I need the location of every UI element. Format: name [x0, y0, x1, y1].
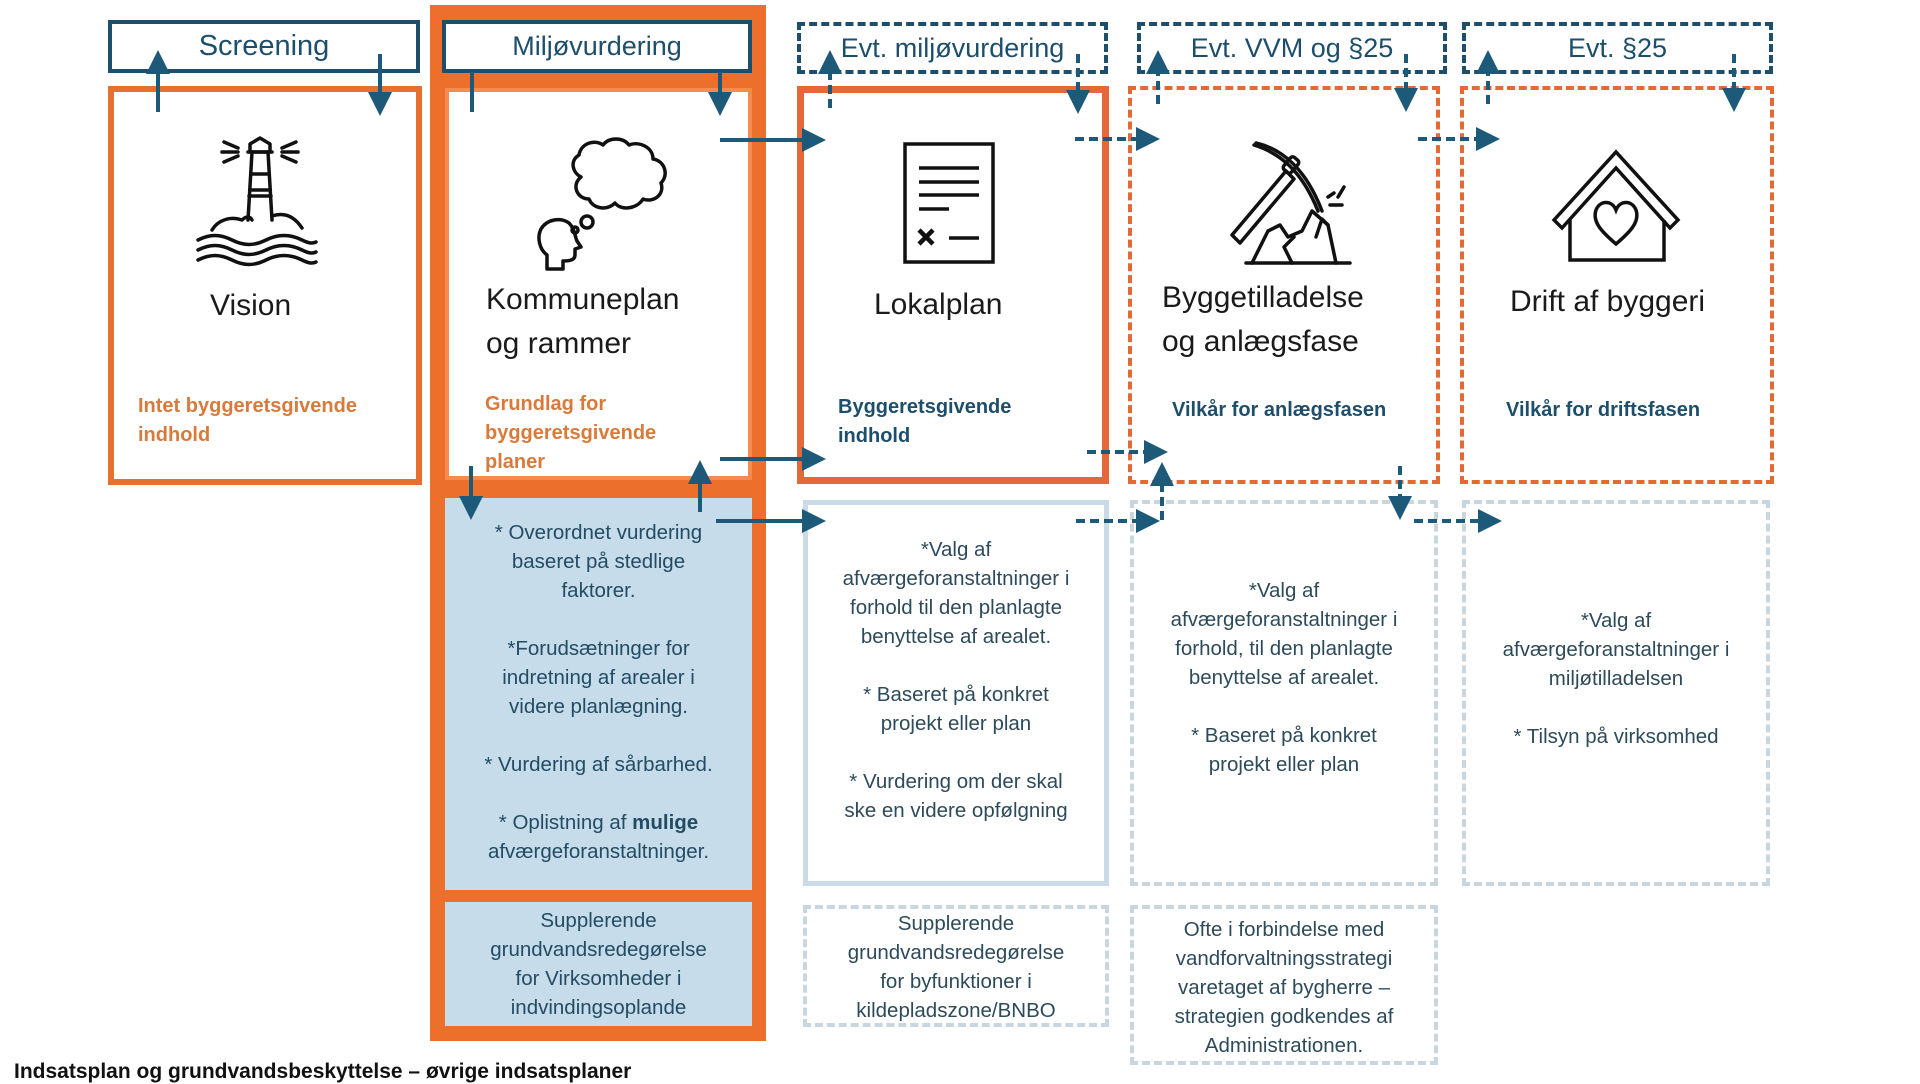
stage-title: Drift af byggeri	[1510, 280, 1770, 324]
header-evt-miljovurdering: Evt. miljøvurdering	[797, 22, 1108, 74]
stage-subtitle: Grundlag for byggeretsgivende planer	[485, 390, 656, 477]
stage-title-line: Vision	[210, 289, 292, 322]
stage-title-line: Byggetilladelse	[1162, 281, 1364, 314]
header-label: Evt. VVM og §25	[1190, 32, 1394, 63]
header-label: Screening	[198, 30, 330, 62]
subtitle-line: indhold	[138, 424, 211, 446]
subtitle-line: Intet byggeretsgivende	[138, 395, 357, 417]
subtitle-line: Byggeretsgivende	[838, 396, 1012, 418]
stage-title-line: og rammer	[486, 327, 632, 360]
subtitle-line: planer	[485, 451, 546, 473]
stage-box-drift: Drift af byggeri Vilkår for driftsfasen	[1460, 86, 1774, 484]
header-screening: Screening	[108, 20, 420, 73]
stage-title-line: og anlægsfase	[1162, 325, 1359, 358]
subtitle-line: Grundlag for	[485, 393, 607, 415]
stage-title: Byggetilladelse og anlægsfase	[1162, 276, 1436, 364]
stage-box-lokalplan: Lokalplan Byggeretsgivende indhold	[797, 86, 1109, 484]
stage-title: Lokalplan	[874, 283, 1102, 327]
subtitle-line: Vilkår for anlægsfasen	[1172, 399, 1387, 421]
detail-item: * Vurdering af sårbarhed.	[484, 753, 713, 776]
header-label: Evt. miljøvurdering	[840, 32, 1065, 63]
house-heart-icon	[1551, 148, 1681, 267]
supplement-box-lokalplan: Supplerende grundvandsredegørelse for by…	[803, 905, 1109, 1027]
header-label: Miljøvurdering	[512, 31, 682, 61]
supplement-box-byggetilladelse: Ofte i forbindelse med vandforvaltningss…	[1130, 905, 1438, 1065]
detail-item: * Tilsyn på virksomhed	[1513, 725, 1719, 748]
subtitle-line: indhold	[838, 425, 911, 447]
diagram-caption: Indsatsplan og grundvandsbeskyttelse – ø…	[14, 1060, 632, 1083]
header-evt-25: Evt. §25	[1462, 22, 1773, 74]
subtitle-line: byggeretsgivende	[485, 422, 657, 444]
stage-box-vision: Vision Intet byggeretsgivende indhold	[108, 86, 422, 485]
stage-subtitle: Vilkår for driftsfasen	[1506, 396, 1700, 425]
stage-box-byggetilladelse: Byggetilladelse og anlægsfase Vilkår for…	[1128, 86, 1440, 484]
document-icon	[903, 142, 997, 271]
stage-subtitle: Vilkår for anlægsfasen	[1172, 396, 1386, 425]
stage-box-kommuneplan: Kommuneplan og rammer Grundlag for bygge…	[445, 88, 752, 480]
stage-subtitle: Intet byggeretsgivende indhold	[138, 392, 357, 450]
supplement-box-kommuneplan: Supplerende grundvandsredegørelse for Vi…	[445, 902, 752, 1026]
stage-title: Kommuneplan og rammer	[486, 278, 748, 366]
stage-title-line: Kommuneplan	[486, 283, 680, 316]
stage-title: Vision	[210, 284, 416, 328]
stage-title-line: Lokalplan	[874, 288, 1003, 321]
stage-subtitle: Byggeretsgivende indhold	[838, 393, 1011, 451]
header-label: Evt. §25	[1567, 32, 1668, 63]
thinking-head-icon	[537, 137, 677, 274]
header-evt-vvm: Evt. VVM og §25	[1137, 22, 1447, 74]
subtitle-line: Vilkår for driftsfasen	[1506, 399, 1701, 421]
lighthouse-icon	[196, 136, 322, 275]
header-miljovurdering: Miljøvurdering	[442, 20, 752, 73]
stage-title-line: Drift af byggeri	[1510, 285, 1706, 318]
pickaxe-icon	[1230, 141, 1368, 270]
